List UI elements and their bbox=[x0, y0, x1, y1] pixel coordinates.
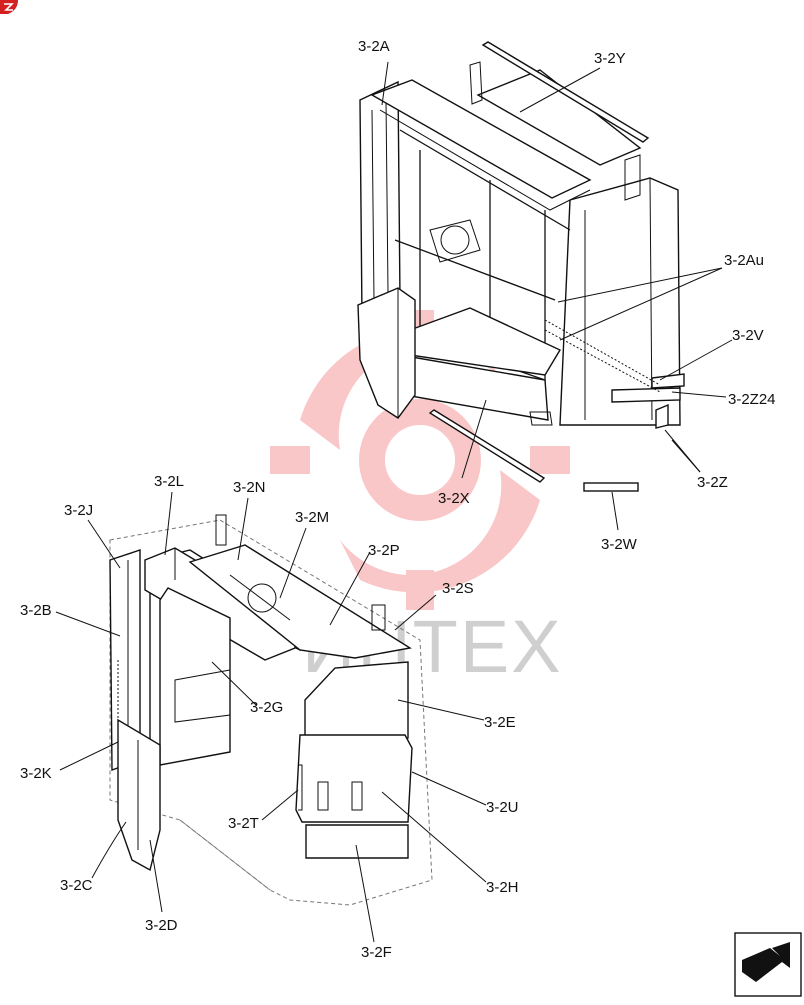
label-3-2t: 3-2T bbox=[228, 815, 259, 832]
label-3-2p: 3-2P bbox=[368, 542, 400, 559]
label-3-2k: 3-2K bbox=[20, 765, 52, 782]
upper-assembly bbox=[357, 41, 685, 492]
label-3-2s: 3-2S bbox=[442, 580, 474, 597]
label-3-2n: 3-2N bbox=[233, 479, 266, 496]
label-3-2d: 3-2D bbox=[145, 917, 178, 934]
label-3-2m: 3-2M bbox=[295, 509, 329, 526]
label-3-2c: 3-2C bbox=[60, 877, 93, 894]
label-3-2g: 3-2G bbox=[250, 699, 283, 716]
label-3-2h: 3-2H bbox=[486, 879, 519, 896]
label-3-2y: 3-2Y bbox=[594, 50, 626, 67]
label-3-2au: 3-2Au bbox=[724, 252, 764, 269]
label-3-2e: 3-2E bbox=[484, 714, 516, 731]
label-3-2w: 3-2W bbox=[601, 536, 638, 553]
label-3-2a: 3-2A bbox=[358, 38, 390, 55]
label-3-2l: 3-2L bbox=[154, 473, 184, 490]
label-3-2v: 3-2V bbox=[732, 327, 764, 344]
leader-lines bbox=[55, 61, 733, 943]
label-3-2u: 3-2U bbox=[486, 799, 519, 816]
label-3-2b: 3-2B bbox=[20, 602, 52, 619]
label-3-2z: 3-2Z bbox=[697, 474, 728, 491]
next-page-arrow-icon[interactable] bbox=[734, 932, 802, 997]
callout-labels: 3-2A 3-2Y 3-2Au 3-2V 3-2Z24 3-2Z 3-2W 3-… bbox=[20, 38, 776, 961]
label-3-2f: 3-2F bbox=[361, 944, 392, 961]
label-3-2x: 3-2X bbox=[438, 490, 470, 507]
red-badge-icon bbox=[0, 0, 18, 14]
lower-assembly bbox=[109, 514, 433, 906]
label-3-2j: 3-2J bbox=[64, 502, 93, 519]
label-3-2z24: 3-2Z24 bbox=[728, 391, 776, 408]
